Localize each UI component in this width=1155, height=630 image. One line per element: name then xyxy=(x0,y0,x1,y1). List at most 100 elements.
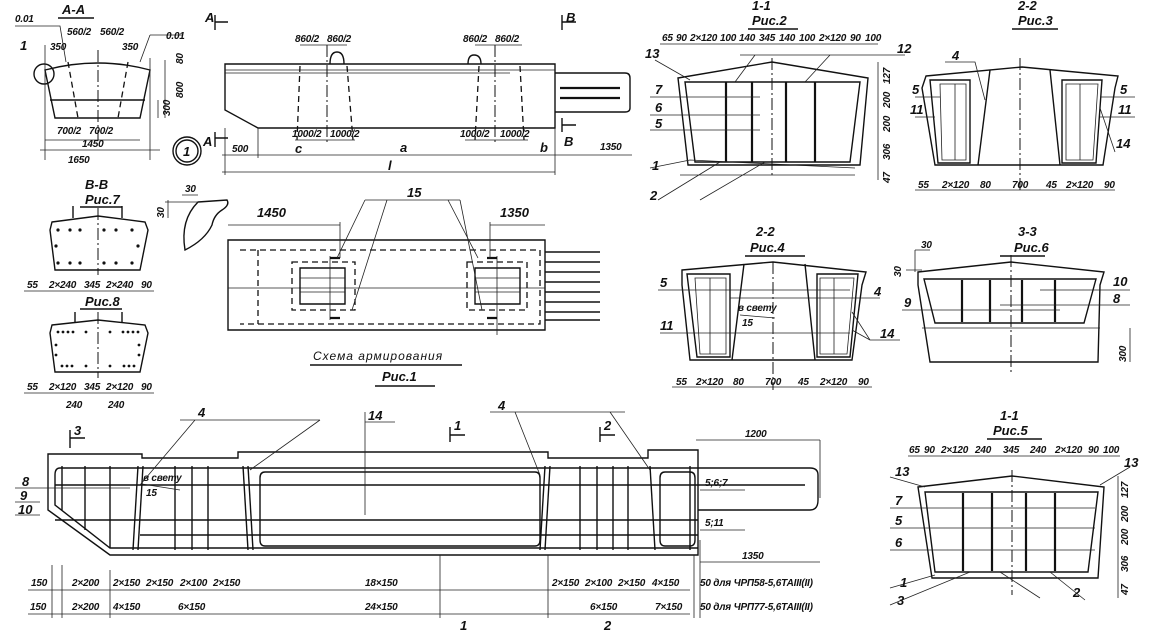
callout-label: 5 xyxy=(912,82,920,97)
dim-label: 200 xyxy=(1120,505,1131,523)
section-mark: 1 xyxy=(460,618,467,630)
dim-label: 345 xyxy=(759,33,776,44)
callout-label: 11 xyxy=(910,102,924,117)
callout-label: 4 xyxy=(951,48,960,63)
dim-label: 860/2 xyxy=(495,34,520,45)
dim-label: 1000/2 xyxy=(500,129,530,140)
dim-label: 1000/2 xyxy=(460,129,490,140)
dim-label: 90 xyxy=(1088,445,1099,456)
dim-label: l xyxy=(388,158,392,173)
dim-label: 240 xyxy=(65,400,83,411)
dim-label: 1450 xyxy=(257,205,287,220)
dim-label: 240 xyxy=(107,400,125,411)
callout-label: 11 xyxy=(1118,102,1132,117)
dim-row1-cell: 150 xyxy=(31,578,48,589)
dim-label: 140 xyxy=(779,33,796,44)
callout-label: 8 xyxy=(22,474,30,489)
dim-row1-cell: 2×100 xyxy=(584,578,613,589)
dim-label: 90 xyxy=(676,33,687,44)
figure-label: Рис.1 xyxy=(382,369,417,384)
dim-row2-cell: 4×150 xyxy=(112,602,141,613)
dim-label: 90 xyxy=(850,33,861,44)
dim-label: 300 xyxy=(162,99,173,116)
dim-label: 560/2 xyxy=(67,27,92,38)
dim-row1-note: 50 для ЧРП58-5,6ТАIII(II) xyxy=(700,578,814,589)
dim-row1-cell: 2×150 xyxy=(212,578,241,589)
callout-label: 6 xyxy=(655,100,663,115)
dim-label: 100 xyxy=(865,33,882,44)
callout-label: 14 xyxy=(368,408,383,423)
dim-label: 47 xyxy=(882,172,893,184)
detail-circle xyxy=(33,63,55,85)
callout-label: 3 xyxy=(897,593,905,608)
dim-label: 2×240 xyxy=(48,280,77,291)
dim-label: 1350 xyxy=(500,205,530,220)
figure-label: Рис.4 xyxy=(750,240,785,255)
section-mark: 2 xyxy=(603,618,612,630)
callout-label: 4 xyxy=(197,405,206,420)
section-title: 3-3 xyxy=(1018,224,1038,239)
dim-label: 700 xyxy=(765,377,782,388)
dim-label: 80 xyxy=(175,53,186,64)
dim-label: 2×120 xyxy=(940,445,969,456)
dim-row2-cell: 7×150 xyxy=(655,602,683,613)
callout-label: 7 xyxy=(655,82,663,97)
dim-label: 345 xyxy=(84,280,101,291)
dim-label: 1350 xyxy=(600,142,622,153)
dim-label: 1650 xyxy=(68,155,90,166)
dim-label: 2×120 xyxy=(105,382,134,393)
callout-label: 1 xyxy=(20,38,27,53)
callout-label: 5;6;7 xyxy=(705,478,728,489)
section-title: 1-1 xyxy=(1000,408,1019,423)
dim-label: 2×240 xyxy=(105,280,134,291)
figure-label: Рис.6 xyxy=(1014,240,1049,255)
dim-label: 2×120 xyxy=(689,33,718,44)
dim-row1-cell: 2×150 xyxy=(112,578,141,589)
callout-label: 5 xyxy=(895,513,903,528)
note-label: в свету xyxy=(143,473,182,484)
dim-row1-cell: 4×150 xyxy=(651,578,680,589)
section-title: А-А xyxy=(61,2,85,17)
dim-row2-cell: 6×150 xyxy=(178,602,206,613)
dim-label: 700 xyxy=(1012,180,1029,191)
callout-label: 1 xyxy=(900,575,907,590)
dim-label: 90 xyxy=(1104,180,1115,191)
dim-label: 345 xyxy=(1003,445,1020,456)
dim-label: 300 xyxy=(1118,345,1129,362)
dim-label: 200 xyxy=(1120,528,1131,546)
section-title: 2-2 xyxy=(1017,0,1038,13)
dim-label: 860/2 xyxy=(463,34,488,45)
callout-label: 1 xyxy=(652,158,659,173)
dim-row1-cell: 2×150 xyxy=(551,578,580,589)
dim-label: 240 xyxy=(974,445,992,456)
dim-label: 100 xyxy=(799,33,816,44)
view-marker-1: 1 xyxy=(172,136,202,166)
section-3-3-fig6: 3-3 Рис.6 30 30 300 10 8 9 xyxy=(893,224,1131,375)
dim-row1-cell: 2×200 xyxy=(71,578,100,589)
callout-label: 11 xyxy=(660,318,674,333)
figure-label: Рис.8 xyxy=(85,294,120,309)
dim-label: 1350 xyxy=(742,551,764,562)
section-2-2-fig4: 2-2 Рис.4 5 4 11 14 в свету 15 55 2×120 … xyxy=(658,224,900,390)
callout-label: 4 xyxy=(873,284,882,299)
callout-label: 5 xyxy=(1120,82,1128,97)
dim-row1-cell: 2×100 xyxy=(179,578,208,589)
dim-label: 127 xyxy=(1120,481,1131,498)
section-mark: 1 xyxy=(454,418,461,433)
dim-label: 700/2 xyxy=(89,126,114,137)
section-mark: А xyxy=(202,134,212,149)
section-b-b: В-В Рис.7 55 2×240 345 2×240 90 Рис.8 55… xyxy=(24,177,154,411)
long-beam-reinforcement: 3 1 2 1 2 4 14 4 8 9 10 5;6;7 5;11 в све… xyxy=(15,398,821,630)
beam-elevation: А А В В 860/2 860/2 860/2 860/2 1000/2 1… xyxy=(202,10,632,175)
section-2-2-fig3: 2-2 Рис.3 4 5 11 5 11 14 55 2×120 80 700… xyxy=(910,0,1135,191)
dim-label: 47 xyxy=(1120,584,1131,596)
dim-label: 306 xyxy=(882,143,893,160)
figure-label: Рис.5 xyxy=(993,423,1028,438)
dim-label: 140 xyxy=(739,33,756,44)
callout-label: 13 xyxy=(1124,455,1139,470)
section-1-1-fig2: 1-1 Рис.2 65 90 2×120 100 140 345 140 10… xyxy=(645,0,912,203)
dim-label: 345 xyxy=(84,382,101,393)
callout-label: 2 xyxy=(1072,585,1081,600)
callout-label: 12 xyxy=(897,41,912,56)
